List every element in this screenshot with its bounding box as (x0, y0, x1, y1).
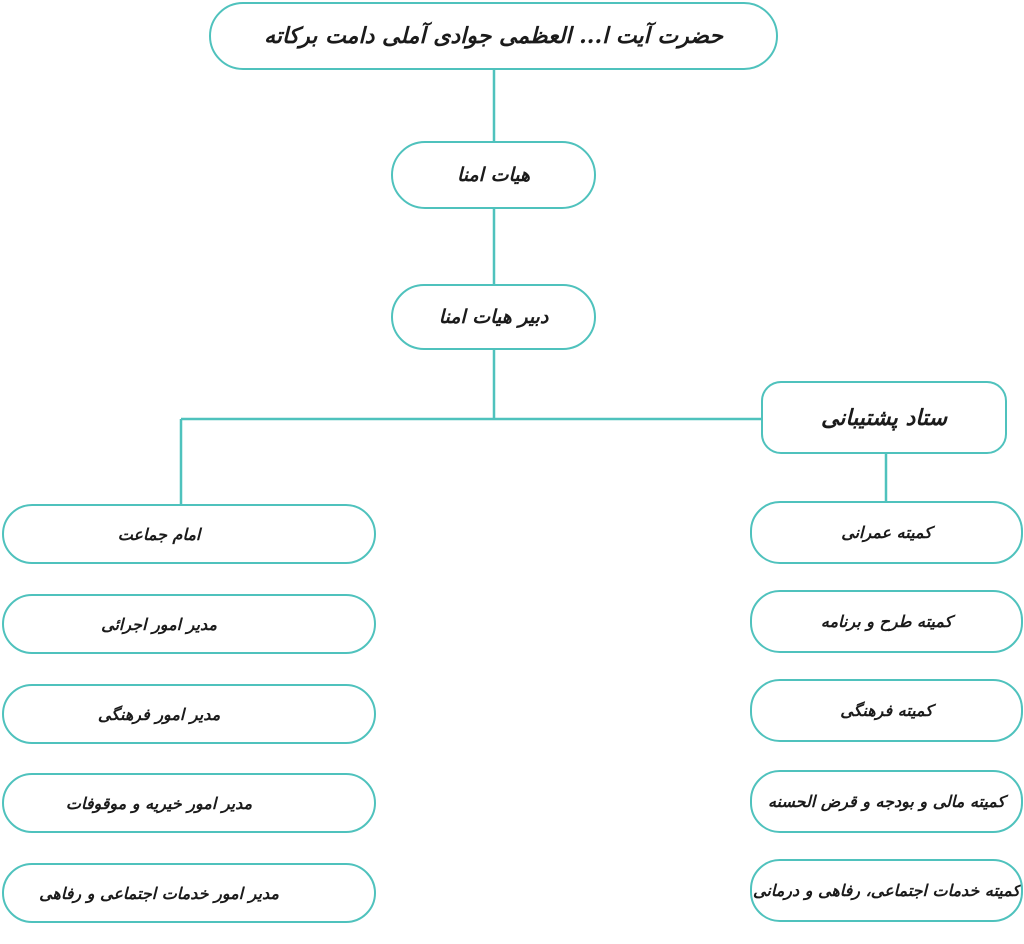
node-social-welfare-manager-label: مدیر امور خدمات اجتماعی و رفاهی (39, 883, 279, 903)
node-social-health-committee-label: کمیته خدمات اجتماعی، رفاهی و درمانی (753, 881, 1020, 900)
node-planning-committee: کمیته طرح و برنامه (750, 590, 1023, 653)
node-charity-endowment-manager-label: مدیر امور خیریه و موقوفات (65, 793, 253, 813)
node-construction-committee-label: کمیته عمرانی (841, 523, 932, 542)
node-cultural-affairs-manager: مدیر امور فرهنگی (2, 684, 376, 744)
node-executive-affairs-manager: مدیر امور اجرائی (2, 594, 376, 654)
node-board-secretary: دبیر هیات امنا (391, 284, 596, 350)
node-finance-loan-committee: کمیته مالی و بودجه و قرض الحسنه (750, 770, 1023, 833)
node-charity-endowment-manager: مدیر امور خیریه و موقوفات (2, 773, 376, 833)
node-social-welfare-manager: مدیر امور خدمات اجتماعی و رفاهی (2, 863, 376, 923)
node-support-staff: ستاد پشتیبانی (761, 381, 1007, 454)
node-board-secretary-label: دبیر هیات امنا (438, 306, 549, 328)
node-grand-ayatollah-label: حضرت آیت ا... العظمی جوادی آملی دامت برک… (264, 23, 723, 49)
node-finance-loan-committee-label: کمیته مالی و بودجه و قرض الحسنه (767, 792, 1006, 811)
node-support-staff-label: ستاد پشتیبانی (820, 404, 948, 431)
node-grand-ayatollah: حضرت آیت ا... العظمی جوادی آملی دامت برک… (209, 2, 778, 70)
node-planning-committee-label: کمیته طرح و برنامه (820, 612, 953, 631)
node-cultural-committee: کمیته فرهنگی (750, 679, 1023, 742)
node-board-of-trustees-label: هیات امنا (456, 164, 531, 186)
node-board-of-trustees: هیات امنا (391, 141, 596, 209)
node-prayer-imam: امام جماعت (2, 504, 376, 564)
node-cultural-affairs-manager-label: مدیر امور فرهنگی (97, 704, 221, 724)
node-construction-committee: کمیته عمرانی (750, 501, 1023, 564)
node-executive-affairs-manager-label: مدیر امور اجرائی (101, 614, 217, 634)
node-social-health-committee: کمیته خدمات اجتماعی، رفاهی و درمانی (750, 859, 1023, 922)
node-prayer-imam-label: امام جماعت (117, 524, 201, 544)
node-cultural-committee-label: کمیته فرهنگی (840, 701, 933, 720)
